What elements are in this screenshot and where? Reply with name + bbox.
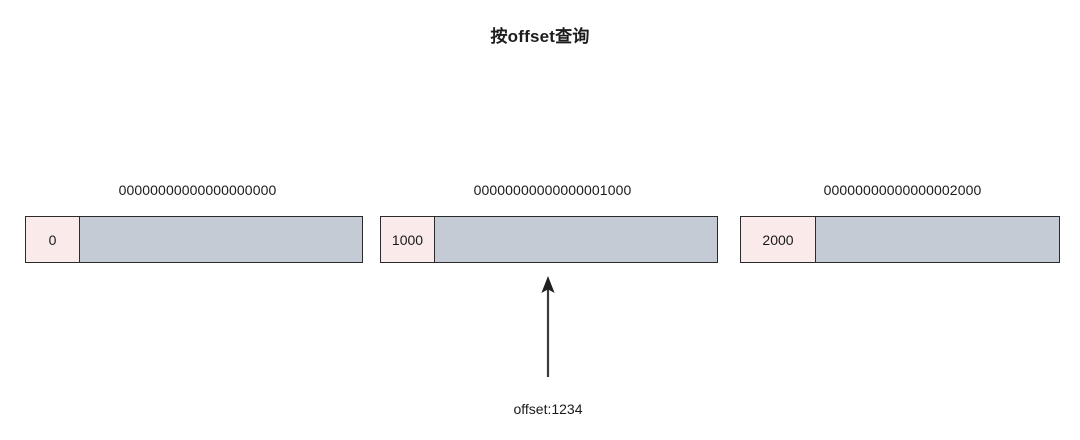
segment-box: 2000: [740, 216, 1060, 263]
segment-base-offset-cell: 0: [26, 217, 80, 262]
segment-filename-label: 00000000000000000000: [118, 182, 277, 198]
diagram-title: 按offset查询: [490, 27, 590, 46]
segment-box: 1000: [380, 216, 718, 263]
offset-pointer-label: offset:1234: [513, 401, 583, 417]
segment-data-area: [80, 217, 362, 262]
segment-box: 0: [25, 216, 363, 263]
segment-data-area: [816, 217, 1059, 262]
segment-base-offset-cell: 2000: [741, 217, 816, 262]
offset-pointer-arrow-icon: [541, 276, 555, 377]
segment-filename-label: 00000000000000001000: [473, 182, 632, 198]
segment-data-area: [435, 217, 717, 262]
segment-filename-label: 00000000000000002000: [823, 182, 982, 198]
segment-base-offset-cell: 1000: [381, 217, 435, 262]
